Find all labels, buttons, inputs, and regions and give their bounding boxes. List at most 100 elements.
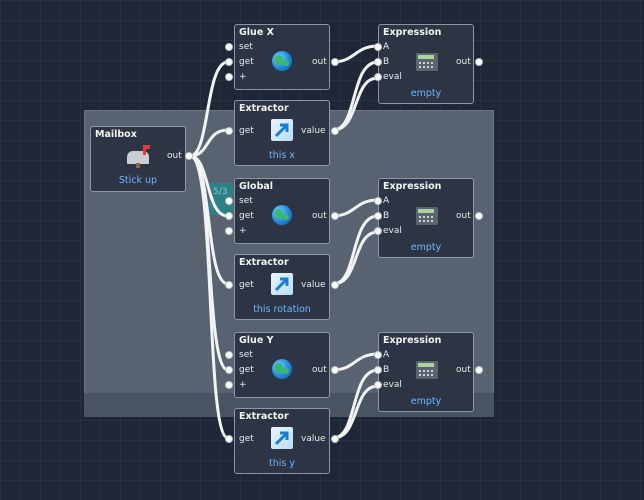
extractor-rotation-subtitle: this rotation (253, 304, 311, 315)
global-set-label: set (239, 196, 253, 206)
mailbox-subtitle: Stick up (118, 175, 158, 186)
mailbox-title: Mailbox (95, 129, 137, 140)
glue-y-plus-label: + (239, 380, 247, 390)
expression-1-a-label: A (383, 42, 390, 52)
mailbox-icon (127, 145, 153, 168)
glue-y-get-label: get (239, 365, 254, 375)
global-plus-port[interactable] (225, 227, 233, 235)
expression-2-subtitle: empty (410, 242, 442, 253)
extractor-rotation-get-label: get (239, 280, 254, 290)
glue-x-set-label: set (239, 42, 253, 52)
expression-2-eval-port[interactable] (374, 227, 382, 235)
glue-x-out-label: out (312, 57, 327, 67)
mailbox-out-port[interactable] (185, 152, 193, 160)
expression-3-node[interactable]: Expression A B eval out empty (374, 332, 483, 412)
glue-x-node[interactable]: Glue X set get + out (225, 24, 339, 90)
extractor-y-value-label: value (301, 434, 326, 444)
glue-x-title: Glue X (239, 27, 274, 38)
glue-x-plus-label: + (239, 72, 247, 82)
glue-y-out-label: out (312, 365, 327, 375)
global-node[interactable]: Global set get + out (225, 178, 339, 244)
glue-y-set-label: set (239, 350, 253, 360)
extractor-y-subtitle: this y (269, 458, 295, 469)
expression-1-subtitle: empty (410, 88, 442, 99)
extractor-y-node[interactable]: Extractor get value this y (225, 408, 339, 474)
group-tab-label: 5/3 (213, 187, 228, 197)
extractor-rotation-value-port[interactable] (331, 281, 339, 289)
expression-2-a-port[interactable] (374, 197, 382, 205)
expression-1-eval-label: eval (383, 72, 402, 82)
expression-2-b-label: B (383, 211, 390, 221)
expression-1-node[interactable]: Expression A B eval out empty (374, 24, 483, 104)
extractor-x-value-label: value (301, 126, 326, 136)
expression-2-title: Expression (383, 181, 442, 192)
expression-3-out-label: out (456, 365, 471, 375)
extractor-x-subtitle: this x (269, 150, 295, 161)
global-set-port[interactable] (225, 197, 233, 205)
glue-x-get-port[interactable] (225, 58, 233, 66)
glue-y-title: Glue Y (239, 335, 274, 346)
global-title: Global (239, 181, 274, 192)
globe-icon (272, 359, 292, 379)
wire-gluex-expr1-a (331, 44, 380, 64)
extractor-rotation-title: Extractor (239, 257, 289, 268)
expression-1-out-label: out (456, 57, 471, 67)
extractor-x-get-port[interactable] (225, 127, 233, 135)
arrow-up-right-icon (271, 273, 293, 295)
expression-2-eval-label: eval (383, 226, 402, 236)
extractor-y-value-port[interactable] (331, 435, 339, 443)
calculator-icon (415, 52, 439, 72)
expression-2-node[interactable]: Expression A B eval out empty (374, 178, 483, 258)
expression-2-b-port[interactable] (374, 212, 382, 220)
glue-y-set-port[interactable] (225, 351, 233, 359)
global-get-label: get (239, 211, 254, 221)
extractor-rotation-value-label: value (301, 280, 326, 290)
extractor-y-get-port[interactable] (225, 435, 233, 443)
glue-x-out-port[interactable] (331, 58, 339, 66)
glue-x-set-port[interactable] (225, 43, 233, 51)
extractor-x-get-label: get (239, 126, 254, 136)
globe-icon (272, 205, 292, 225)
expression-3-title: Expression (383, 335, 442, 346)
calculator-icon (415, 360, 439, 380)
global-out-label: out (312, 211, 327, 221)
expression-1-b-port[interactable] (374, 58, 382, 66)
expression-2-a-label: A (383, 196, 390, 206)
glue-y-out-port[interactable] (331, 366, 339, 374)
extractor-y-get-label: get (239, 434, 254, 444)
extractor-y-title: Extractor (239, 411, 289, 422)
extractor-rotation-node[interactable]: Extractor get value this rotation (225, 254, 339, 320)
glue-x-plus-port[interactable] (225, 73, 233, 81)
extractor-x-node[interactable]: Extractor get value this x (225, 100, 339, 166)
expression-3-eval-port[interactable] (374, 381, 382, 389)
glue-y-node[interactable]: Glue Y set get + out (225, 332, 339, 398)
extractor-rotation-get-port[interactable] (225, 281, 233, 289)
expression-3-b-label: B (383, 365, 390, 375)
expression-3-b-port[interactable] (374, 366, 382, 374)
glue-x-get-label: get (239, 57, 254, 67)
global-get-port[interactable] (225, 212, 233, 220)
arrow-up-right-icon (271, 427, 293, 449)
expression-2-out-label: out (456, 211, 471, 221)
expression-3-eval-label: eval (383, 380, 402, 390)
expression-2-out-port[interactable] (475, 212, 483, 220)
mailbox-out-label: out (167, 151, 182, 161)
expression-1-b-label: B (383, 57, 390, 67)
expression-1-a-port[interactable] (374, 43, 382, 51)
global-out-port[interactable] (331, 212, 339, 220)
globe-icon (272, 51, 292, 71)
extractor-x-title: Extractor (239, 103, 289, 114)
expression-1-out-port[interactable] (475, 58, 483, 66)
arrow-up-right-icon (271, 119, 293, 141)
expression-3-out-port[interactable] (475, 366, 483, 374)
global-plus-label: + (239, 226, 247, 236)
glue-y-get-port[interactable] (225, 366, 233, 374)
extractor-x-value-port[interactable] (331, 127, 339, 135)
expression-3-subtitle: empty (410, 396, 442, 407)
expression-1-eval-port[interactable] (374, 73, 382, 81)
calculator-icon (415, 206, 439, 226)
expression-3-a-port[interactable] (374, 351, 382, 359)
mailbox-node[interactable]: Mailbox out Stick up (90, 126, 193, 192)
glue-y-plus-port[interactable] (225, 381, 233, 389)
expression-1-title: Expression (383, 27, 442, 38)
